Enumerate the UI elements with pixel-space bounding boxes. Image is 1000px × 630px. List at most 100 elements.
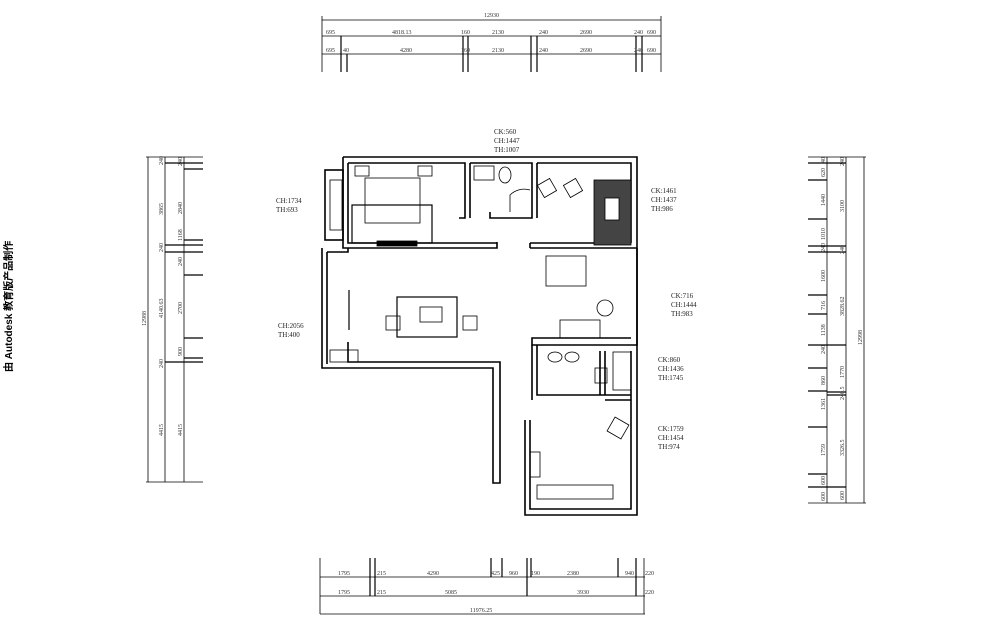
dim-label: 695 xyxy=(326,30,335,36)
autodesk-watermark: 由 Autodesk 教育版产品制作 xyxy=(2,241,15,372)
dim-label: 160 xyxy=(461,48,470,54)
furniture xyxy=(329,165,632,500)
window-th: TH:986 xyxy=(651,205,673,213)
dim-label: 695 xyxy=(326,48,335,54)
dim-label: 3828.62 xyxy=(840,297,846,317)
dim-label: 690 xyxy=(647,48,656,54)
nightstand xyxy=(354,165,370,177)
dim-label: 240 xyxy=(634,48,643,54)
window-ck: CK:1759 xyxy=(658,425,684,433)
cabinet xyxy=(529,451,541,478)
window-th: TH:1745 xyxy=(658,374,684,382)
dim-label: 1759 xyxy=(821,444,827,456)
right-dimensions: 12998 240 3100 240 3828.62 1770 240.5 33… xyxy=(808,156,866,504)
dim-top-total: 12930 xyxy=(484,13,499,19)
walls xyxy=(321,156,638,516)
kitchen-counter xyxy=(559,319,601,339)
dim-label: 220 xyxy=(645,571,654,577)
dim-label: 1010 xyxy=(821,228,827,240)
dim-label: 240 xyxy=(159,156,165,165)
dim-label: 4290 xyxy=(427,571,439,577)
dim-label: 40 xyxy=(343,48,349,54)
dim-label: 215 xyxy=(377,571,386,577)
window-th: TH:1007 xyxy=(494,146,520,154)
dim-label: 2130 xyxy=(492,30,504,36)
dim-left-total: 12988 xyxy=(142,311,148,326)
window-th: TH:974 xyxy=(658,443,680,451)
dim-label: 190 xyxy=(531,571,540,577)
dim-label: 4140.63 xyxy=(159,299,165,319)
dim-label: 940 xyxy=(625,571,634,577)
window-ch: CH:1447 xyxy=(494,137,520,145)
dim-label: 240 xyxy=(178,157,184,166)
bottom-dimensions: 1795 215 4290 425 960 190 2380 940 220 1… xyxy=(319,558,654,615)
dim-label: 160 xyxy=(461,30,470,36)
dim-label: 1361 xyxy=(821,398,827,410)
toilet xyxy=(594,367,608,384)
dim-label: 960 xyxy=(509,571,518,577)
window-ck: CK:716 xyxy=(671,292,694,300)
dim-label: 600 xyxy=(821,476,827,485)
nightstand xyxy=(417,165,433,177)
dim-label: 900 xyxy=(178,347,184,356)
window-ch: CH:1444 xyxy=(671,301,697,309)
dim-label: 2690 xyxy=(580,48,592,54)
window-th: TH:983 xyxy=(671,310,693,318)
dim-label: 600 xyxy=(821,492,827,501)
dim-label: 1770 xyxy=(840,366,846,378)
dim-label: 3930 xyxy=(577,590,589,596)
dim-label: 4818.13 xyxy=(392,30,412,36)
window-th: TH:693 xyxy=(276,206,298,214)
dim-label: 4415 xyxy=(178,424,184,436)
sink xyxy=(547,351,563,363)
dim-label: 600 xyxy=(840,491,846,500)
dim-label: 240 xyxy=(821,345,827,354)
armchair xyxy=(536,177,558,199)
dim-label: 2700 xyxy=(178,302,184,314)
window-ck: CK:1461 xyxy=(651,187,677,195)
dim-label: 1795 xyxy=(338,571,350,577)
dim-label: 240 xyxy=(634,30,643,36)
window-ck: CK:860 xyxy=(658,356,681,364)
window-ch: CH:1436 xyxy=(658,365,684,373)
dim-label: 1440 xyxy=(821,194,827,206)
dining-table xyxy=(545,255,587,287)
dim-label: 5085 xyxy=(445,590,457,596)
dim-label: 4415 xyxy=(159,424,165,436)
dim-label: 240 xyxy=(840,157,846,166)
side-table xyxy=(385,315,401,331)
dim-label: 2690 xyxy=(580,30,592,36)
coffee-table xyxy=(419,306,443,323)
cooktop xyxy=(596,299,614,317)
dim-label: 716 xyxy=(821,301,827,310)
shower xyxy=(509,188,531,212)
dim-label: 425 xyxy=(491,571,500,577)
dim-label: 620 xyxy=(821,168,827,177)
bay-window-seat xyxy=(329,179,343,231)
tv-cabinet xyxy=(329,349,359,363)
side-table xyxy=(462,315,478,331)
dim-label: 690 xyxy=(647,30,656,36)
dim-label: 240 xyxy=(159,359,165,368)
dim-label: 240 xyxy=(539,30,548,36)
sink xyxy=(564,351,580,363)
armchair xyxy=(562,177,584,199)
left-dimensions: 12988 240 3865 240 4140.63 240 4415 240 … xyxy=(142,156,203,483)
dim-label: 3100 xyxy=(840,200,846,212)
dim-label: 240 xyxy=(178,257,184,266)
dim-label: 3326.5 xyxy=(840,440,846,457)
washbasin xyxy=(473,165,495,181)
chair xyxy=(606,416,630,440)
dim-label: 4280 xyxy=(400,48,412,54)
dim-label: 240 xyxy=(821,243,827,252)
dim-right-total: 12998 xyxy=(858,330,864,345)
bed xyxy=(364,177,421,224)
window-ch: CH:2056 xyxy=(278,322,304,330)
dim-label: 3865 xyxy=(159,203,165,215)
window-ch: CH:1454 xyxy=(658,434,684,442)
top-dimensions: 12930 695 4818.13 160 2130 240 2690 240 … xyxy=(321,13,662,72)
dim-label: 1138 xyxy=(821,324,827,336)
dim-label: 1600 xyxy=(821,270,827,282)
window-th: TH:400 xyxy=(278,331,300,339)
